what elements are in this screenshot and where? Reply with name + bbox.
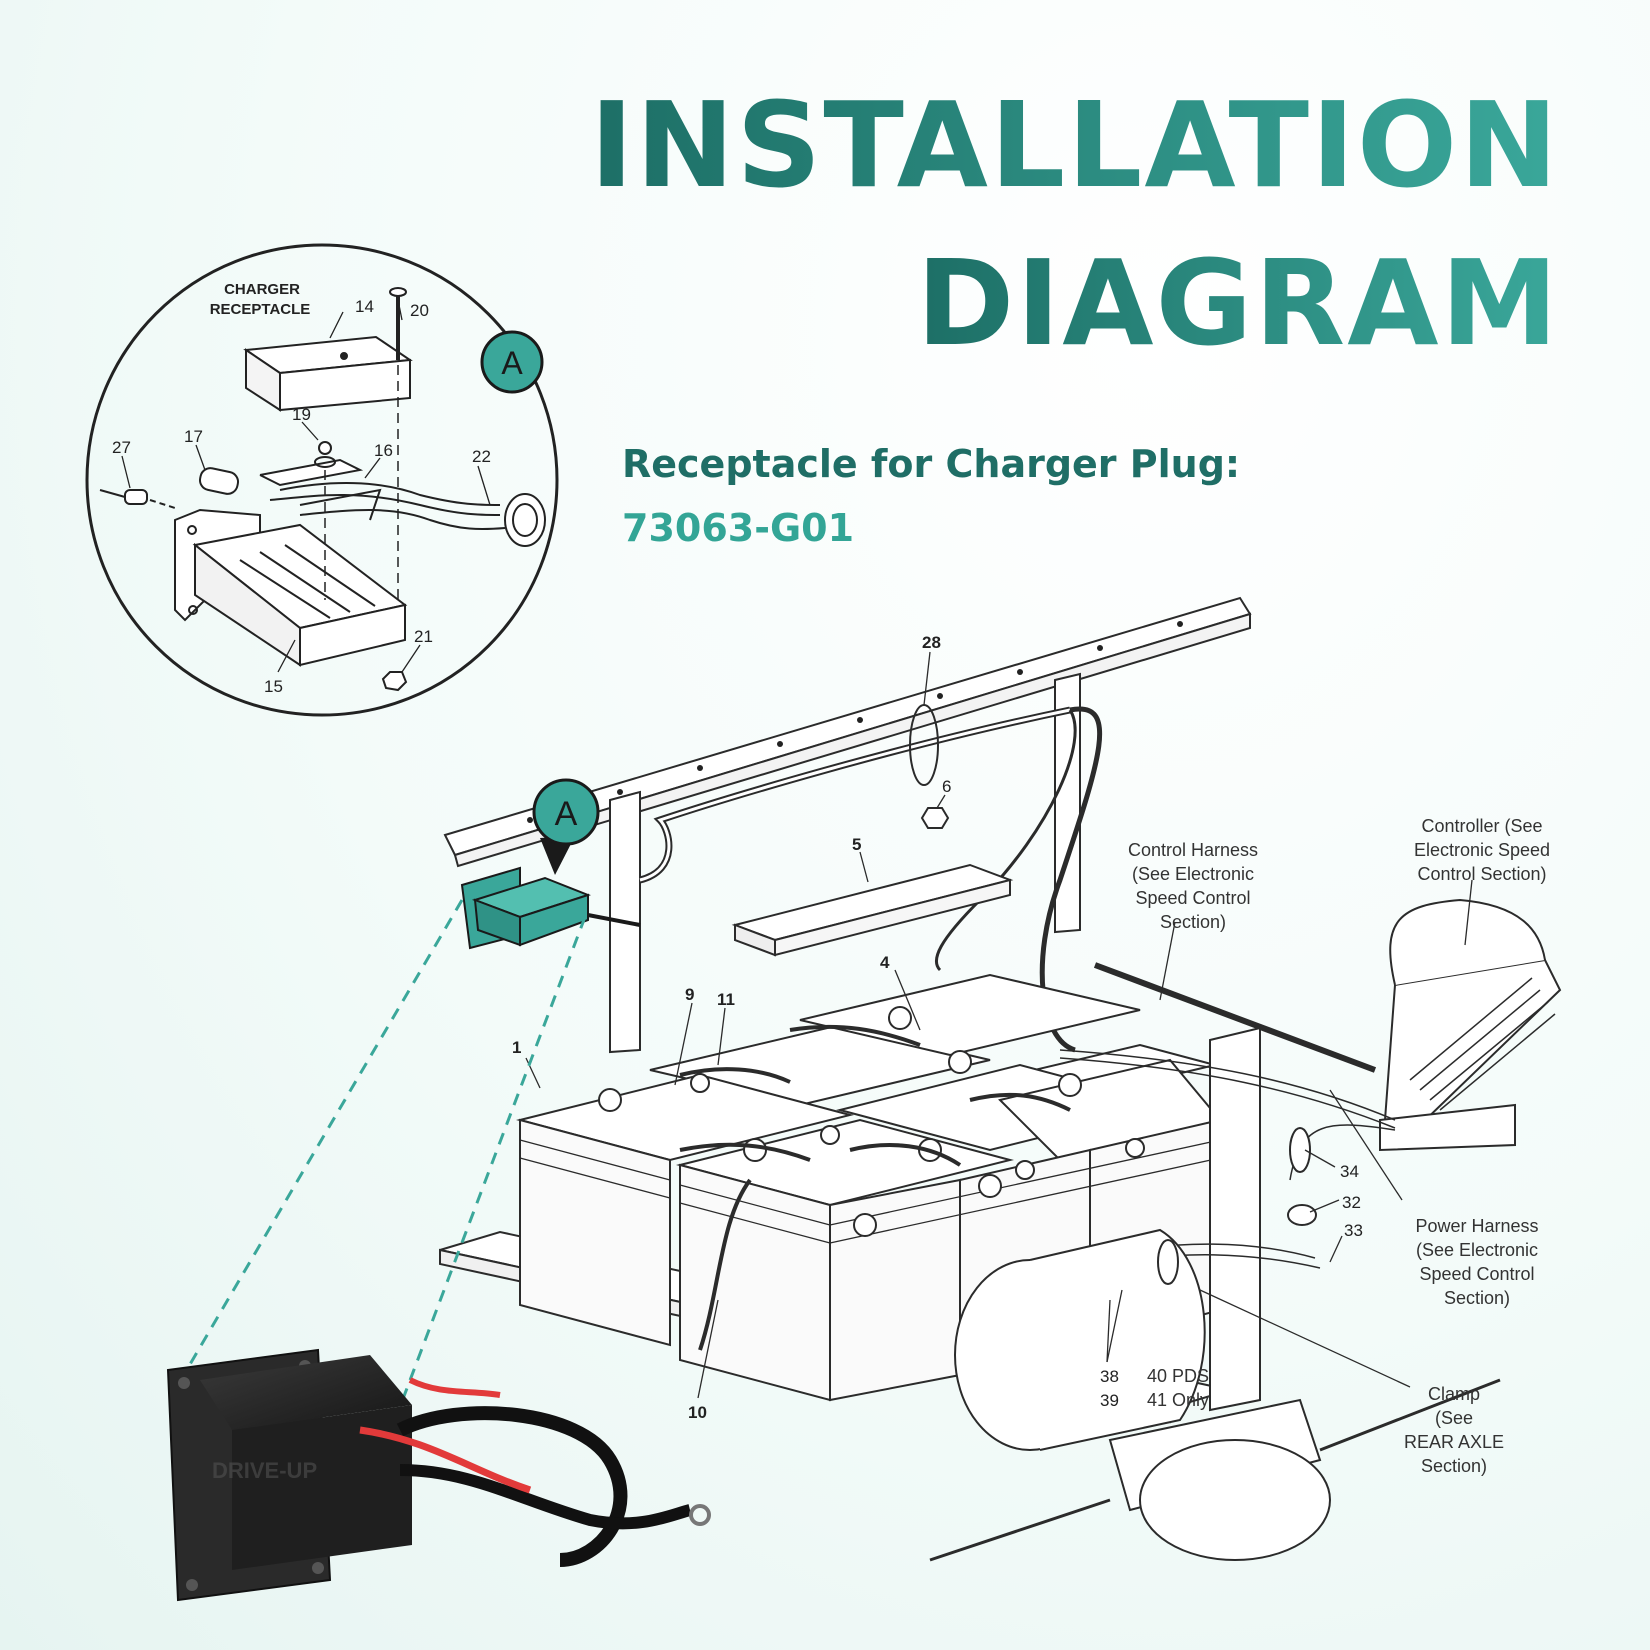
harness-22 [269, 482, 546, 547]
product-watermark: DRIVE-UP [212, 1458, 317, 1483]
connector-17 [198, 467, 240, 495]
page-title-line-1: INSTALLATION [589, 76, 1560, 214]
callout-15: 15 [264, 677, 283, 696]
control-harness-label-2: (See Electronic [1132, 864, 1254, 884]
clamp-label-4: Section) [1421, 1456, 1487, 1476]
callout-11: 11 [717, 990, 735, 1009]
main-marker-a: A [532, 778, 600, 875]
receptacle-caption: Receptacle for Charger Plug: [622, 442, 1241, 486]
controller-label-1: Controller (See [1421, 816, 1542, 836]
control-harness-label-3: Speed Control [1135, 888, 1250, 908]
clamp-label-3: REAR AXLE [1404, 1432, 1504, 1452]
inset-marker-a: A [480, 330, 544, 394]
callout-22: 22 [472, 447, 491, 466]
inset-heading-2: RECEPTACLE [210, 301, 311, 318]
callout-20: 20 [410, 301, 429, 320]
controller-label-2: Electronic Speed [1414, 840, 1550, 860]
control-harness-label-4: Section) [1160, 912, 1226, 932]
control-harness-label-1: Control Harness [1128, 840, 1258, 860]
callout-4: 4 [880, 953, 890, 972]
pds-label-2: 41 Only [1147, 1390, 1209, 1410]
product-photo: DRIVE-UP [166, 1348, 711, 1602]
projection-lines [170, 899, 587, 1421]
inset-detail [85, 243, 559, 717]
page-title-line-2: DIAGRAM [916, 234, 1560, 372]
power-harness-label-2: (See Electronic [1416, 1240, 1538, 1260]
pds-label-1: 40 PDS [1147, 1366, 1209, 1386]
callout-19: 19 [292, 405, 311, 424]
power-harness-label-1: Power Harness [1415, 1216, 1538, 1236]
receptacle-highlight [460, 866, 641, 950]
callout-6: 6 [942, 777, 951, 796]
callout-38: 38 [1100, 1367, 1119, 1386]
callout-10: 10 [688, 1403, 707, 1422]
callout-17: 17 [184, 427, 203, 446]
callout-27: 27 [112, 438, 131, 457]
controller-label-3: Control Section) [1417, 864, 1546, 884]
power-harness-label-3: Speed Control [1419, 1264, 1534, 1284]
clamp-label-2: (See [1435, 1408, 1473, 1428]
callout-21: 21 [414, 627, 433, 646]
pin-27 [99, 489, 176, 509]
screw-20 [389, 287, 407, 630]
inset-marker-label: A [501, 345, 523, 381]
callout-16: 16 [374, 441, 393, 460]
power-harness-label-4: Section) [1444, 1288, 1510, 1308]
receptacle-cover-14 [243, 335, 413, 412]
part-number: 73063-G01 [622, 506, 855, 550]
receptacle-base-15 [174, 508, 408, 667]
clamp-label-1: Clamp [1428, 1384, 1480, 1404]
callout-1: 1 [512, 1038, 521, 1057]
callout-39: 39 [1100, 1391, 1119, 1410]
callout-14: 14 [355, 297, 374, 316]
callout-33: 33 [1344, 1221, 1363, 1240]
inset-heading-1: CHARGER [224, 281, 300, 298]
main-assembly [439, 596, 1562, 1562]
callout-34: 34 [1340, 1162, 1359, 1181]
callout-28: 28 [922, 633, 941, 652]
callout-5: 5 [852, 835, 861, 854]
callout-32: 32 [1342, 1193, 1361, 1212]
main-marker-label: A [555, 795, 578, 833]
callout-9: 9 [685, 985, 694, 1004]
